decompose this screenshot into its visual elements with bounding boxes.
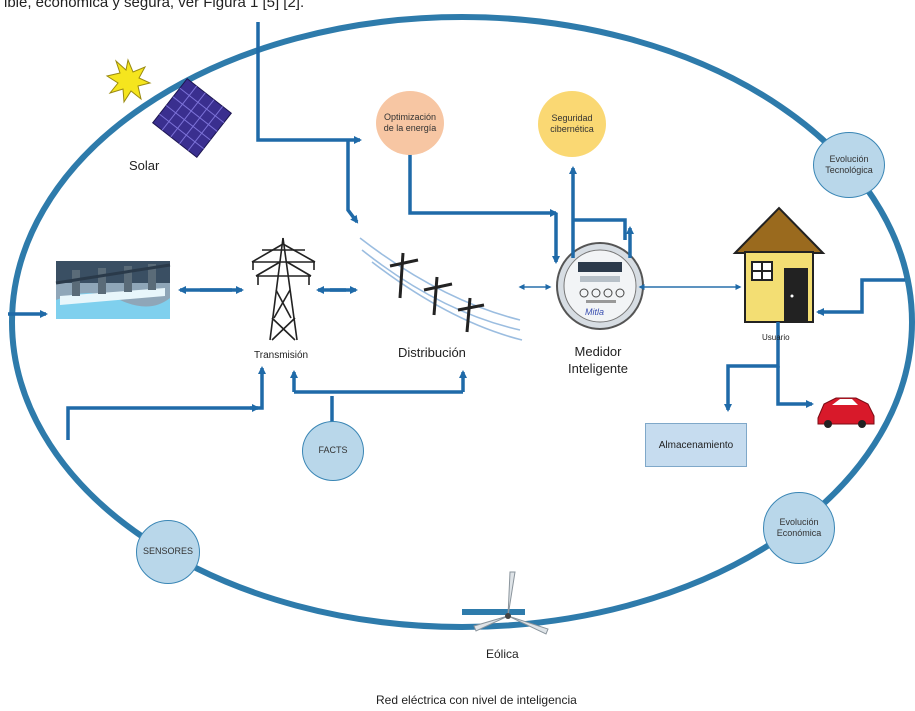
evolucion-economica-node: Evolución Económica: [763, 492, 835, 564]
house-icon: [732, 206, 826, 323]
distribution-lines-icon: [359, 237, 523, 341]
solar-panel-icon: [151, 77, 233, 159]
smart-meter-icon: [556, 242, 644, 330]
seguridad-node: Seguridad cibernética: [538, 91, 606, 157]
almacenamiento-box: Almacenamiento: [645, 423, 747, 467]
optimizacion-node: Optimización de la energía: [376, 91, 444, 155]
hydro-dam-image: [55, 261, 171, 319]
distribucion-label: Distribución: [398, 345, 466, 360]
facts-node: FACTS: [302, 421, 364, 481]
evolucion-tecnologica-node: Evolución Tecnológica: [813, 132, 885, 198]
diagram-caption: Red eléctrica con nivel de inteligencia: [376, 693, 577, 707]
sensores-node: SENSORES: [136, 520, 200, 584]
medidor-label: Medidor Inteligente: [568, 344, 628, 376]
connection-arrows: [8, 22, 905, 440]
eolica-label: Eólica: [486, 647, 519, 661]
header-text-fragment: ible, económica y segura, ver Figura 1 […: [4, 0, 305, 11]
sun-icon: [105, 58, 152, 104]
transmision-label: Transmisión: [254, 350, 309, 361]
usuario-label: Usuario: [762, 333, 790, 342]
system-ring: [9, 14, 915, 630]
transmission-tower-icon: [251, 237, 316, 341]
wind-turbine-icon: [462, 571, 549, 635]
solar-label: Solar: [129, 158, 160, 173]
car-icon: [817, 397, 875, 428]
meter-brand-label: Mitla: [585, 307, 605, 317]
